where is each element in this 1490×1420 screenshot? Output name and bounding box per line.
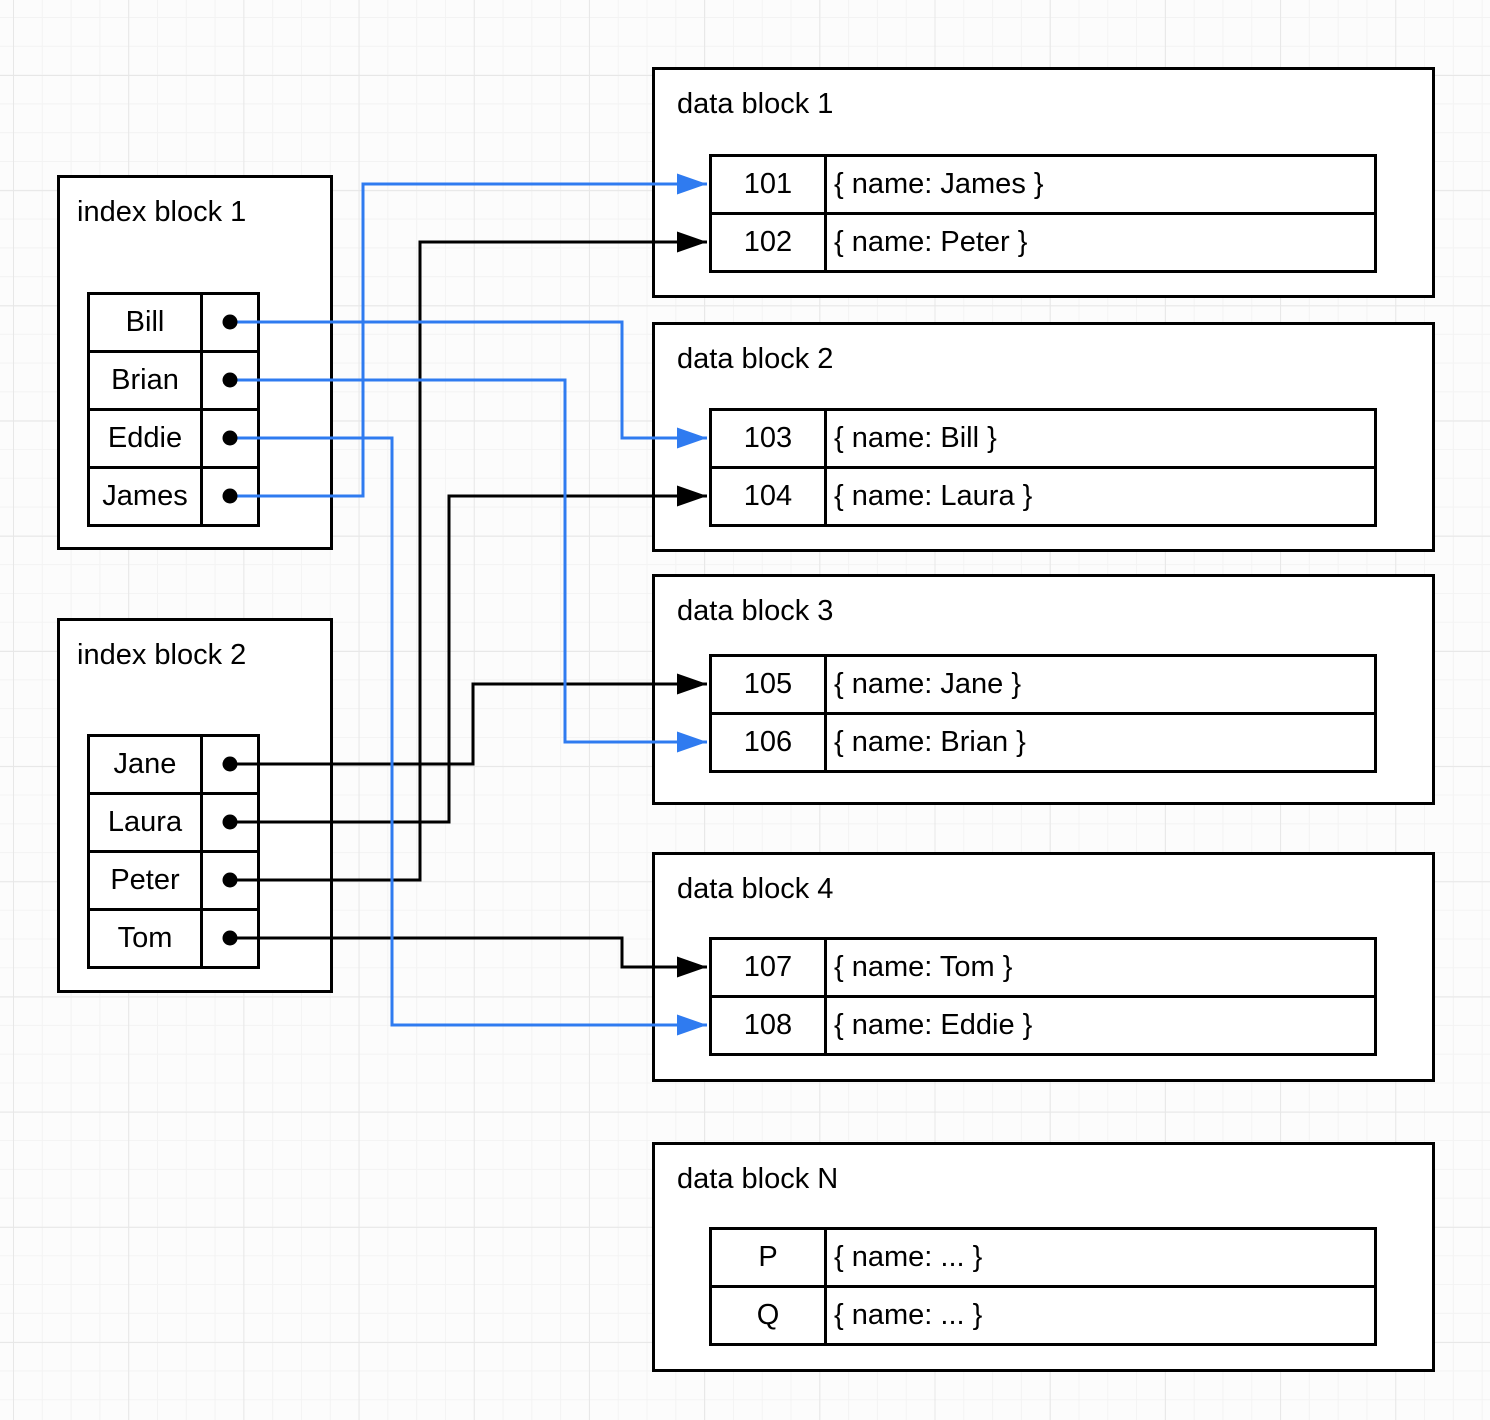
pointer-cell — [203, 737, 257, 792]
index-entry: Laura — [90, 792, 257, 850]
index-entry: Eddie — [90, 408, 257, 466]
pointer-cell — [203, 411, 257, 466]
index-block-2-table: Jane Laura Peter Tom — [87, 734, 260, 969]
record-value: { name: ... } — [834, 1299, 983, 1331]
data-row: 102 { name: Peter } — [712, 212, 1374, 270]
data-row: 106 { name: Brian } — [712, 712, 1374, 770]
data-row: Q { name: ... } — [712, 1285, 1374, 1343]
index-key: Eddie — [90, 411, 203, 466]
data-row: 108 { name: Eddie } — [712, 995, 1374, 1053]
record-id: 105 — [712, 657, 827, 712]
index-key: Tom — [90, 911, 203, 966]
index-key: Brian — [90, 353, 203, 408]
index-key: Bill — [90, 295, 203, 350]
record-id: 102 — [712, 215, 827, 270]
pointer-cell — [203, 469, 257, 524]
data-block-3-title: data block 3 — [677, 595, 834, 627]
index-block-1-title: index block 1 — [77, 196, 247, 228]
index-key: James — [90, 469, 203, 524]
index-key: Laura — [90, 795, 203, 850]
record-value: { name: ... } — [834, 1241, 983, 1273]
record-value: { name: Eddie } — [834, 1009, 1033, 1041]
data-block-2-table: 103 { name: Bill } 104 { name: Laura } — [709, 408, 1377, 527]
record-id: 107 — [712, 940, 827, 995]
data-block-4-table: 107 { name: Tom } 108 { name: Eddie } — [709, 937, 1377, 1056]
record-id: P — [712, 1230, 827, 1285]
data-block-4-title: data block 4 — [677, 873, 834, 905]
record-id: 104 — [712, 469, 827, 524]
index-entry: Jane — [90, 737, 257, 792]
data-row: 104 { name: Laura } — [712, 466, 1374, 524]
data-row: 105 { name: Jane } — [712, 657, 1374, 712]
pointer-cell — [203, 353, 257, 408]
index-block-2-title: index block 2 — [77, 639, 247, 671]
record-id: 103 — [712, 411, 827, 466]
data-block-n-title: data block N — [677, 1163, 839, 1195]
index-entry: James — [90, 466, 257, 524]
pointer-cell — [203, 853, 257, 908]
record-value: { name: Jane } — [834, 668, 1022, 700]
data-row: 103 { name: Bill } — [712, 411, 1374, 466]
index-key: Jane — [90, 737, 203, 792]
data-block-1-table: 101 { name: James } 102 { name: Peter } — [709, 154, 1377, 273]
index-block-1-table: Bill Brian Eddie James — [87, 292, 260, 527]
record-value: { name: Tom } — [834, 951, 1013, 983]
index-entry: Peter — [90, 850, 257, 908]
data-block-2-title: data block 2 — [677, 343, 834, 375]
data-block-1-title: data block 1 — [677, 88, 834, 120]
data-row: 101 { name: James } — [712, 157, 1374, 212]
record-id: Q — [712, 1288, 827, 1343]
data-row: 107 { name: Tom } — [712, 940, 1374, 995]
data-row: P { name: ... } — [712, 1230, 1374, 1285]
pointer-cell — [203, 795, 257, 850]
index-entry: Tom — [90, 908, 257, 966]
pointer-cell — [203, 911, 257, 966]
index-key: Peter — [90, 853, 203, 908]
record-id: 106 — [712, 715, 827, 770]
record-value: { name: James } — [834, 168, 1044, 200]
data-block-3-table: 105 { name: Jane } 106 { name: Brian } — [709, 654, 1377, 773]
data-block-n-table: P { name: ... } Q { name: ... } — [709, 1227, 1377, 1346]
record-id: 101 — [712, 157, 827, 212]
record-value: { name: Brian } — [834, 726, 1026, 758]
pointer-cell — [203, 295, 257, 350]
record-id: 108 — [712, 998, 827, 1053]
index-entry: Bill — [90, 295, 257, 350]
record-value: { name: Bill } — [834, 422, 997, 454]
record-value: { name: Peter } — [834, 226, 1028, 258]
record-value: { name: Laura } — [834, 480, 1033, 512]
index-entry: Brian — [90, 350, 257, 408]
